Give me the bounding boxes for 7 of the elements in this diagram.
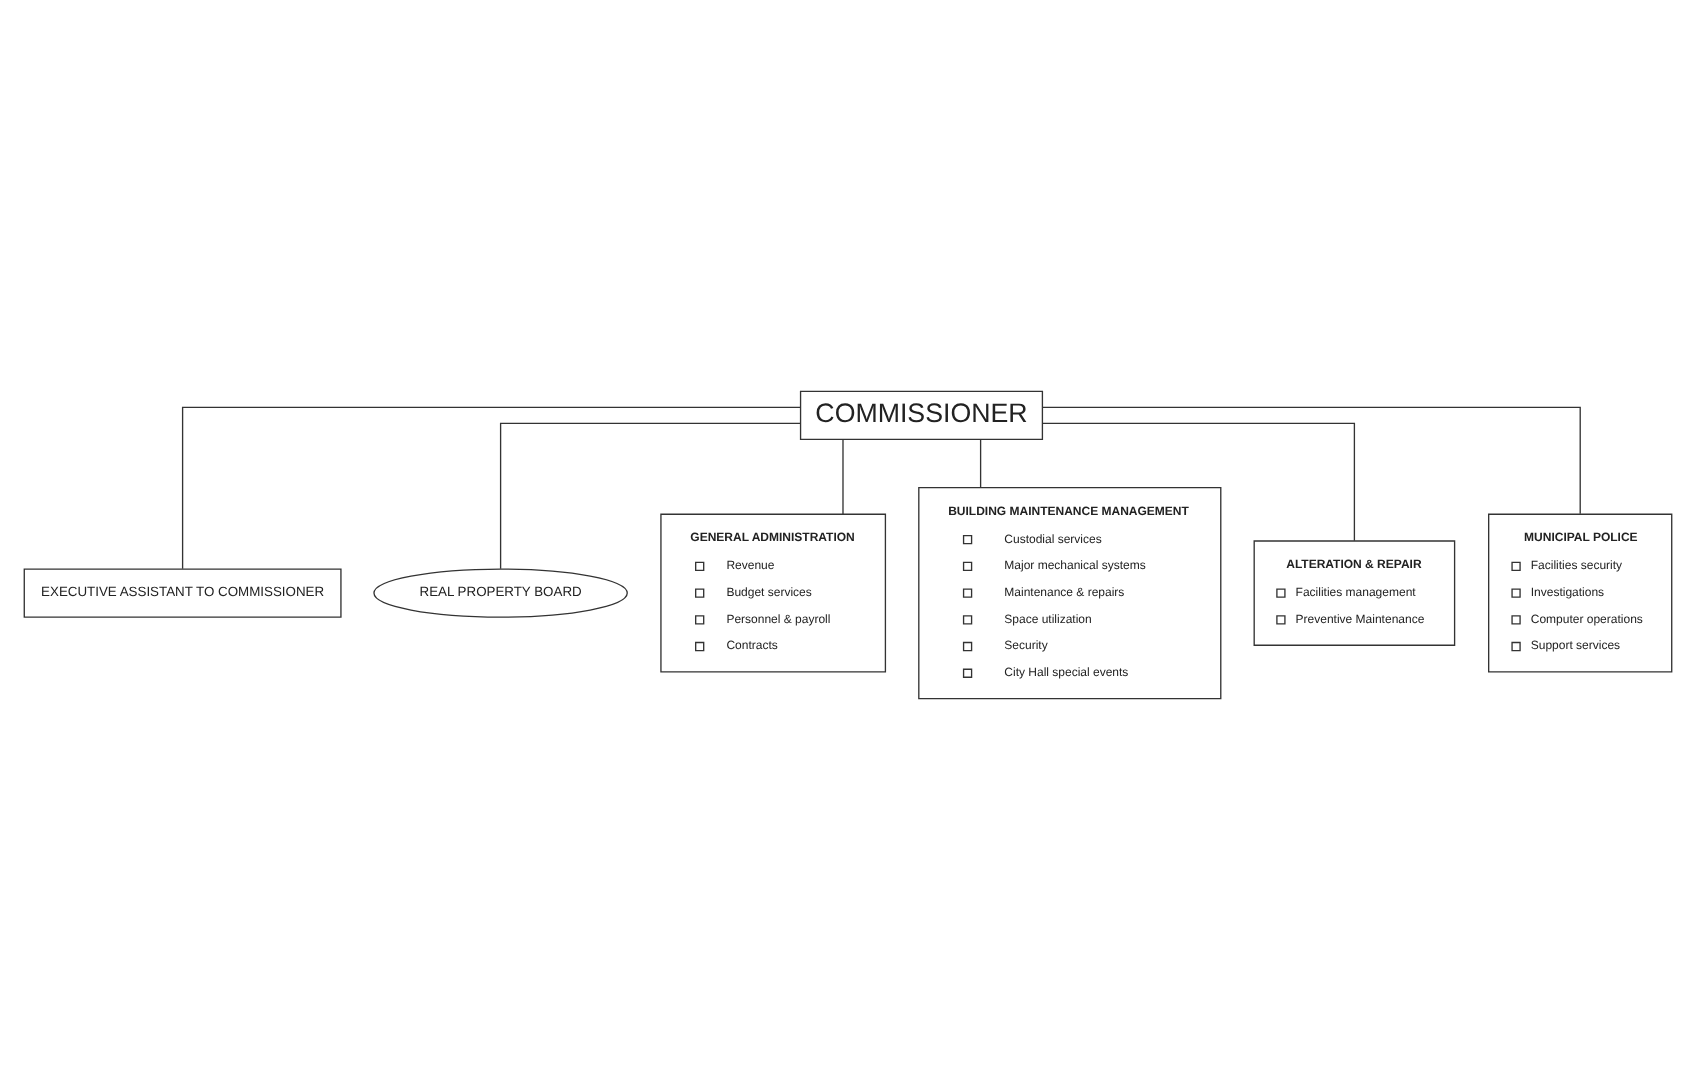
node-box: COMMISSIONER <box>799 389 1044 440</box>
connector <box>499 421 801 569</box>
connector <box>979 438 982 488</box>
connector <box>1042 421 1356 541</box>
connector <box>1042 405 1581 514</box>
connector <box>181 405 801 569</box>
connector <box>842 438 844 514</box>
